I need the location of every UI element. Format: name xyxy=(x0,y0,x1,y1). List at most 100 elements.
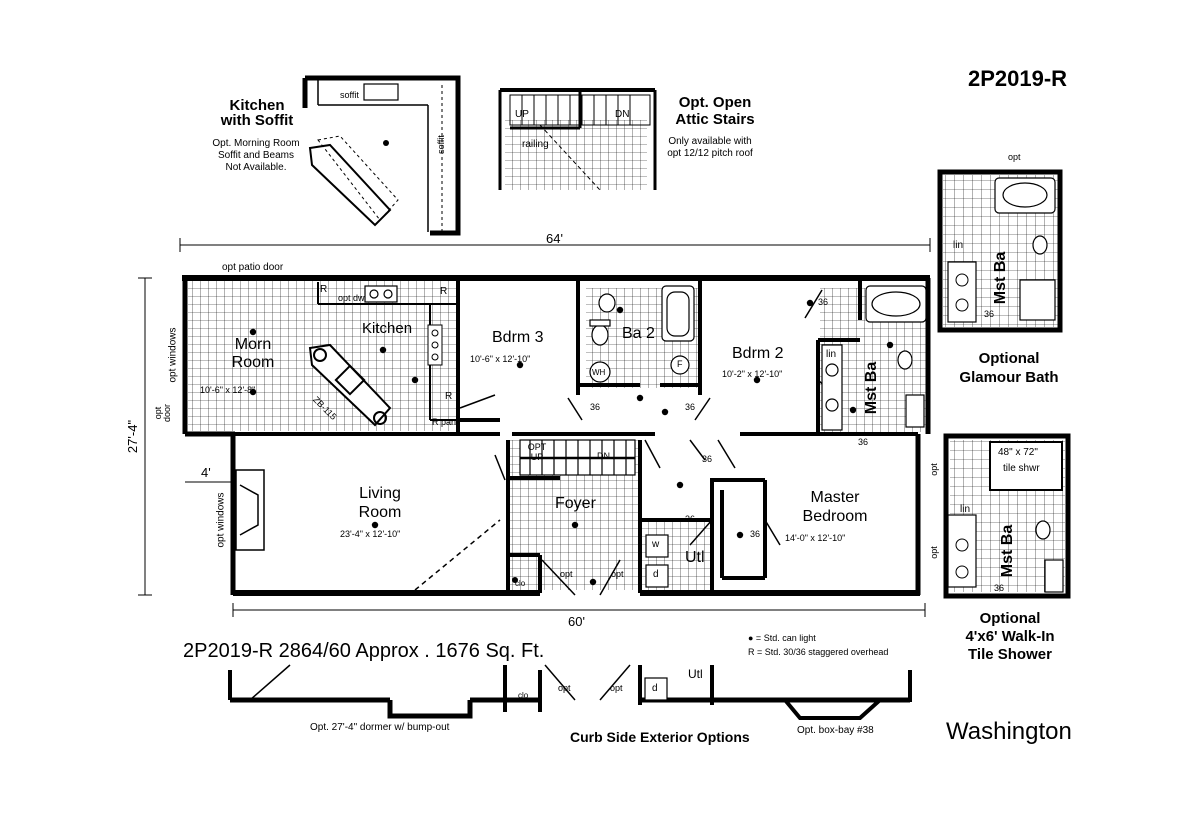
glamour-bath-inset xyxy=(937,169,1063,333)
master-opt-upper: opt xyxy=(928,463,939,476)
fireplace-icon xyxy=(235,469,265,551)
can-light-icon xyxy=(249,140,894,586)
ext-opt-left: opt xyxy=(558,683,571,693)
foyer-opt-left: opt xyxy=(560,569,573,579)
attic-dn-label: DN xyxy=(615,109,630,120)
glamour-opt-label: opt xyxy=(1008,152,1021,162)
door-36-d: 36 xyxy=(858,437,869,447)
room-bdrm2-size: 10'-2" x 12'-10" xyxy=(722,369,783,379)
model-name: Washington xyxy=(946,718,1072,745)
mst-ba-fixtures xyxy=(821,285,927,431)
dim-overall-width: 27'-4" xyxy=(125,419,141,454)
foyer-opt-right: opt xyxy=(611,569,624,579)
shower-lin-label: lin xyxy=(960,504,971,515)
kitchen-soffit-title: Kitchen with Soffit xyxy=(220,97,294,129)
attic-note: Only available with opt 12/12 pitch roof xyxy=(667,136,753,159)
stairs-icon xyxy=(519,439,636,476)
room-mst-ba: Mst Ba xyxy=(863,361,881,415)
dim-overall-length: 64' xyxy=(546,231,563,246)
washer-label: w xyxy=(652,539,660,550)
kitchen-r-left: R xyxy=(320,284,328,295)
kitchen-soffit-note: Opt. Morning Room Soffit and Beams Not A… xyxy=(212,138,300,173)
opt-door-label: opt door xyxy=(153,404,172,423)
room-utl: Utl xyxy=(685,549,705,566)
soffit-label: soffit xyxy=(340,90,359,100)
door-36-a: 36 xyxy=(590,402,601,412)
legend-overhead: R = Std. 30/36 staggered overhead xyxy=(748,647,889,657)
room-bdrm3-size: 10'-6" x 12'-10" xyxy=(470,354,531,364)
walk-in-shower-inset xyxy=(943,433,1071,599)
model-code: 2P2019-R xyxy=(968,66,1068,91)
room-bdrm2: Bdrm 2 xyxy=(732,345,784,362)
shower-mst-ba: Mst Ba xyxy=(999,524,1017,578)
dimension-lines xyxy=(138,238,931,617)
range-icon xyxy=(427,324,443,366)
sink-icon xyxy=(364,285,398,303)
ext-opt-right: opt xyxy=(610,683,623,693)
box-bay-label: Opt. box-bay #38 xyxy=(797,725,874,736)
opt-up-label: OPT UP xyxy=(527,442,547,462)
plan-summary: 2P2019-R 2864/60 Approx . 1676 Sq. Ft. xyxy=(183,640,545,662)
ext-utl-label: Utl xyxy=(688,667,703,681)
room-foyer: Foyer xyxy=(555,495,596,512)
foyer-dn-label: DN xyxy=(597,451,610,461)
exterior-walls xyxy=(182,275,931,596)
door-36-f: 36 xyxy=(685,514,696,524)
ext-clo-label: clo xyxy=(518,691,529,700)
door-36-c: 36 xyxy=(702,454,713,464)
opt-dw-label: opt dw xyxy=(338,293,365,303)
legend-can-light: ● = Std. can light xyxy=(748,633,816,643)
tub-icon xyxy=(661,285,695,342)
room-morn-size: 10'-6" x 12'-8" xyxy=(200,385,256,395)
room-master-size: 14'-0" x 12'-10" xyxy=(785,533,846,543)
room-bdrm3: Bdrm 3 xyxy=(492,329,544,346)
glamour-lin-label: lin xyxy=(953,240,964,251)
exterior-options xyxy=(228,664,912,720)
attic-up-label: UP xyxy=(515,109,529,120)
kitchen-island xyxy=(308,343,392,427)
water-heater-icon xyxy=(589,355,690,383)
r-pan-label: R pan xyxy=(432,417,457,427)
room-morn: Morn Room xyxy=(231,336,275,372)
shower-size-label: 48" x 72" xyxy=(998,447,1038,458)
shower-36-label: 36 xyxy=(994,583,1005,593)
glamour-title: Optional Glamour Bath xyxy=(959,350,1059,386)
dormer-label: Opt. 27'-4" dormer w/ bump-out xyxy=(310,722,450,733)
door-swings xyxy=(414,289,841,596)
master-opt-lower: opt xyxy=(928,546,939,559)
railing-label: railing xyxy=(522,139,549,150)
door-36-g: 36 xyxy=(750,529,761,539)
clo-label: clo xyxy=(515,579,526,588)
curb-side-label: Curb Side Exterior Options xyxy=(570,729,750,745)
door-36-e: 36 xyxy=(818,297,829,307)
dim-offset: 4' xyxy=(201,465,211,480)
toilet-icon xyxy=(589,293,616,346)
shower-title: Optional 4'x6' Walk-In Tile Shower xyxy=(965,610,1055,663)
opt-patio-door-label: opt patio door xyxy=(222,262,284,273)
room-master: Master Bedroom xyxy=(802,489,868,526)
f-label: F xyxy=(677,359,683,369)
kitchen-r-lower: R xyxy=(445,391,453,402)
dim-lower-length: 60' xyxy=(568,614,585,629)
ext-d-label: d xyxy=(652,683,658,694)
door-36-b: 36 xyxy=(685,402,696,412)
soffit-side-label: soffit xyxy=(435,135,446,154)
utl-fixtures xyxy=(645,534,669,588)
shower-tile-label: tile shwr xyxy=(1003,463,1040,474)
room-living: Living Room xyxy=(358,485,402,522)
kitchen-soffit-inset xyxy=(302,75,461,236)
room-living-size: 23'-4" x 12'-10" xyxy=(340,529,401,539)
glamour-mst-ba: Mst Ba xyxy=(992,251,1010,305)
opt-windows-upper: opt windows xyxy=(167,327,179,383)
room-kitchen: Kitchen xyxy=(362,320,413,337)
kitchen-r-right: R xyxy=(440,286,448,297)
dryer-label: d xyxy=(653,569,659,580)
room-ba2: Ba 2 xyxy=(622,325,655,342)
opt-windows-lower: opt windows xyxy=(215,492,227,548)
wh-label: WH xyxy=(592,368,606,377)
glamour-36-label: 36 xyxy=(984,309,995,319)
attic-stairs-inset xyxy=(498,88,657,191)
interior-walls xyxy=(233,280,918,593)
attic-title: Opt. Open Attic Stairs xyxy=(675,94,755,128)
